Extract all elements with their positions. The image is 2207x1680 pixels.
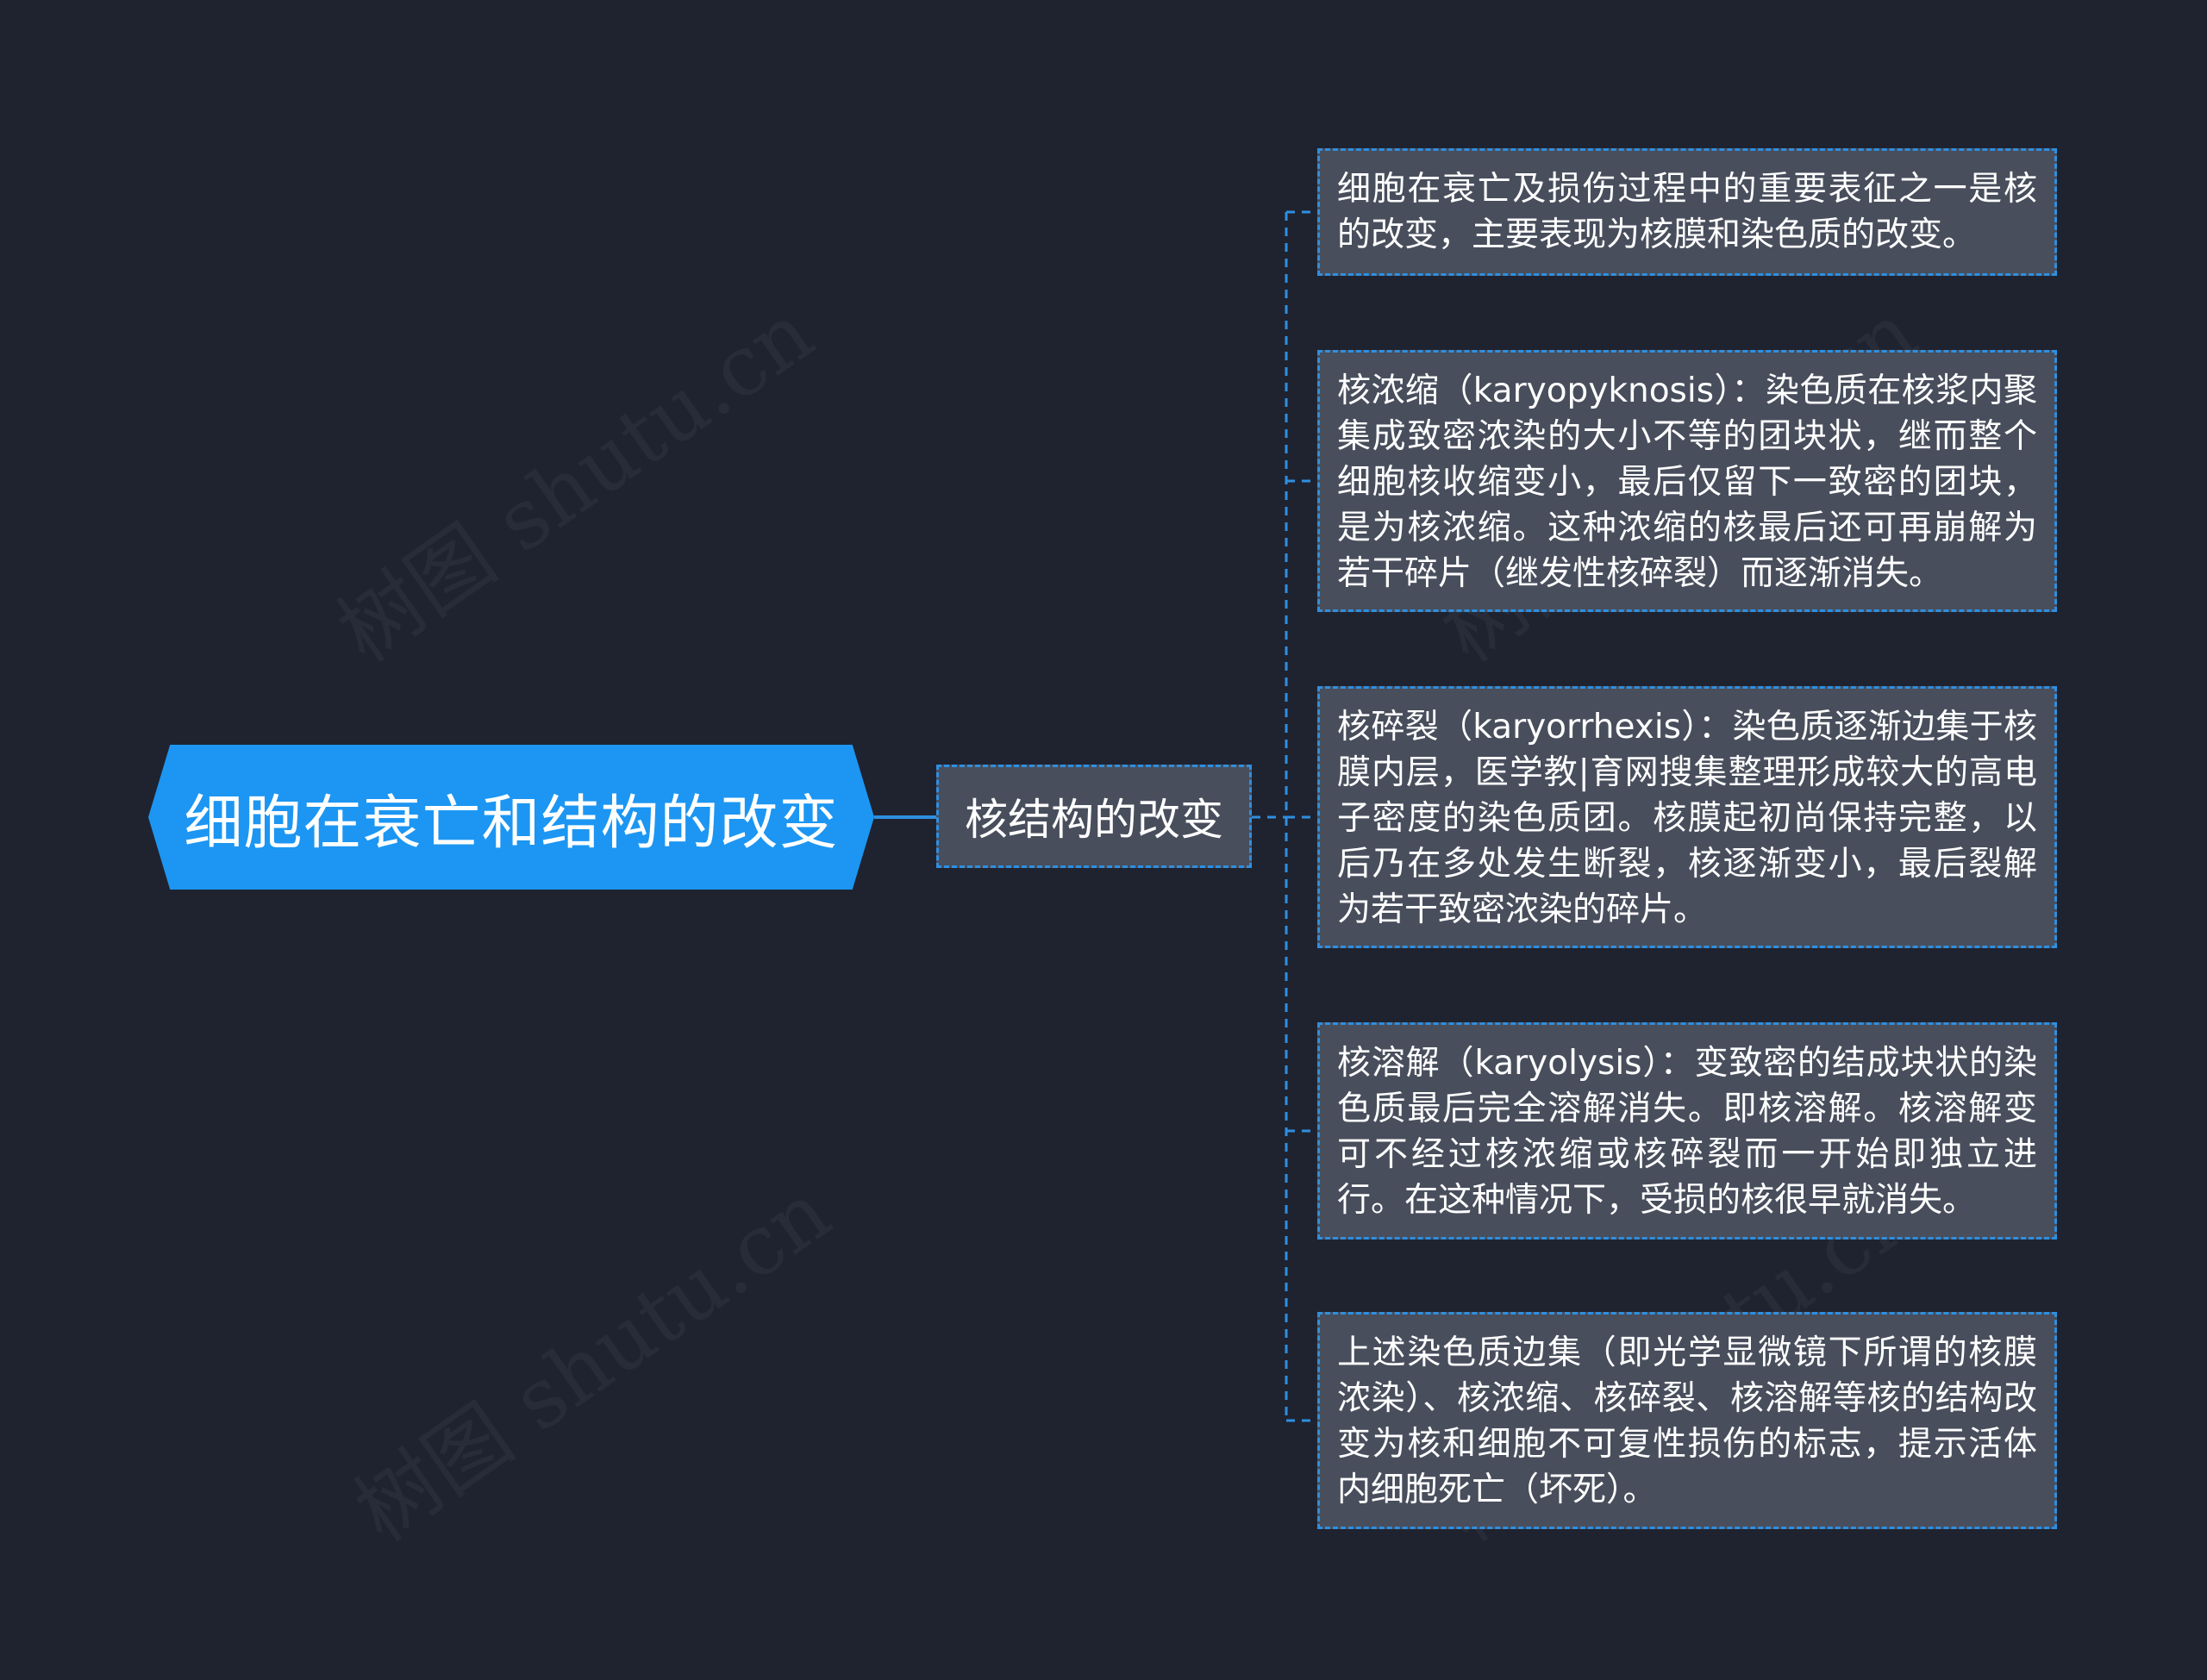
- leaf-node-text: 核碎裂（karyorrhexis）：染色质逐渐边集于核膜内层，医学教|育网搜集整…: [1337, 708, 2037, 929]
- root-node[interactable]: 细胞在衰亡和结构的改变: [148, 745, 874, 890]
- leaf-node-text: 细胞在衰亡及损伤过程中的重要表征之一是核的改变，主要表现为核膜和染色质的改变。: [1337, 170, 2037, 254]
- leaf-node-text: 上述染色质边集（即光学显微镜下所谓的核膜浓染）、核浓缩、核碎裂、核溶解等核的结构…: [1337, 1333, 2037, 1509]
- leaf-node-text: 核浓缩（karyopyknosis）：染色质在核浆内聚集成致密浓染的大小不等的团…: [1337, 372, 2037, 593]
- branch-node-nuclear-structure[interactable]: 核结构的改变: [936, 765, 1252, 868]
- leaf-node-text: 核溶解（karyolysis）：变致密的结成块状的染色质最后完全溶解消失。即核溶…: [1337, 1044, 2037, 1220]
- root-node-label: 细胞在衰亡和结构的改变: [184, 789, 839, 858]
- leaf-node-overview[interactable]: 细胞在衰亡及损伤过程中的重要表征之一是核的改变，主要表现为核膜和染色质的改变。: [1317, 148, 2057, 276]
- leaf-node-summary[interactable]: 上述染色质边集（即光学显微镜下所谓的核膜浓染）、核浓缩、核碎裂、核溶解等核的结构…: [1317, 1312, 2057, 1529]
- leaf-node-karyopyknosis[interactable]: 核浓缩（karyopyknosis）：染色质在核浆内聚集成致密浓染的大小不等的团…: [1317, 350, 2057, 612]
- leaf-node-karyorrhexis[interactable]: 核碎裂（karyorrhexis）：染色质逐渐边集于核膜内层，医学教|育网搜集整…: [1317, 686, 2057, 948]
- leaf-node-karyolysis[interactable]: 核溶解（karyolysis）：变致密的结成块状的染色质最后完全溶解消失。即核溶…: [1317, 1022, 2057, 1240]
- branch-node-label: 核结构的改变: [965, 795, 1223, 845]
